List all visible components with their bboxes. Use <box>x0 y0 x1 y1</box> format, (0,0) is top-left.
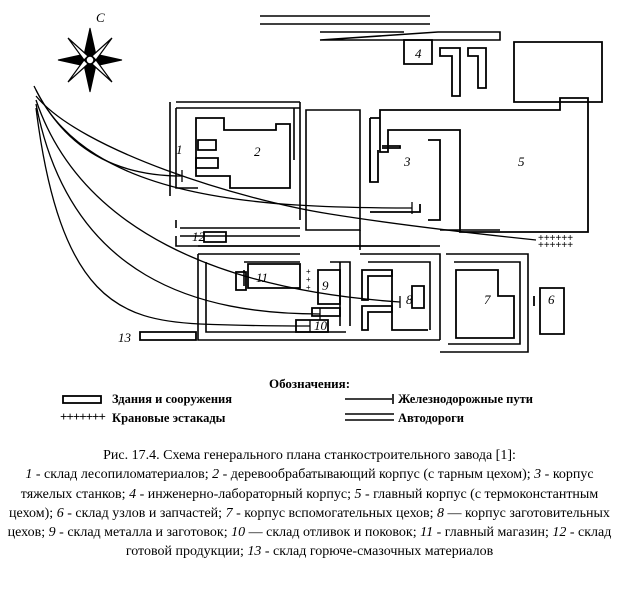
figure-caption: Рис. 17.4. Схема генерального плана стан… <box>7 448 612 560</box>
road-symbol-icon <box>345 413 394 421</box>
roads-layer <box>169 15 529 353</box>
buildings-layer <box>139 39 603 341</box>
legend-roads-label: Автодороги <box>398 411 464 425</box>
svg-text:+: + <box>306 267 311 276</box>
svg-text:+: + <box>306 283 311 292</box>
crane-symbol-icon: +++++++ <box>60 409 106 424</box>
building-label-1: 1 <box>176 142 183 157</box>
building-label-12: 12 <box>192 229 206 244</box>
crane-trestles-layer: ++++++ ++++++ + + + <box>306 233 573 292</box>
building-7-outline <box>455 269 515 339</box>
building-label-2: 2 <box>254 144 261 159</box>
building-label-6: 6 <box>548 292 555 307</box>
building-label-5: 5 <box>518 154 525 169</box>
svg-text:+: + <box>306 275 311 284</box>
compass-label: С <box>96 10 105 25</box>
building-label-4: 4 <box>415 46 422 61</box>
building-10-outline <box>295 319 329 333</box>
railway-symbol-icon <box>345 394 394 404</box>
building-label-13: 13 <box>118 330 132 345</box>
building-label-9: 9 <box>322 278 329 293</box>
building-11-outline <box>247 263 301 289</box>
building-label-11: 11 <box>256 270 268 285</box>
building-label-10: 10 <box>314 318 328 333</box>
legend-title: Обозначения: <box>268 376 351 391</box>
compass-rose-icon <box>57 27 123 93</box>
legend-buildings-label: Здания и сооружения <box>112 392 233 406</box>
building-4-outline <box>403 39 433 65</box>
building-label-7: 7 <box>484 292 491 307</box>
building-6-outline <box>539 287 565 335</box>
legend-rail-label: Железнодорожные пути <box>398 392 533 406</box>
svg-text:++++++: ++++++ <box>538 240 573 251</box>
site-plan-diagram: С <box>33 10 603 353</box>
building-label-3: 3 <box>403 154 411 169</box>
building-13-outline <box>139 331 197 341</box>
building-symbol-icon <box>62 395 102 404</box>
caption-title: Рис. 17.4. Схема генерального плана стан… <box>103 448 516 463</box>
railways-layer <box>33 85 537 332</box>
legend-cranes-label: Крановые эстакады <box>112 411 226 425</box>
building-label-8: 8 <box>406 292 413 307</box>
svg-text:++++++: ++++++ <box>538 233 573 244</box>
building-2-outline <box>195 117 291 189</box>
legend: Обозначения: Здания и сооружения +++++++… <box>0 376 619 436</box>
